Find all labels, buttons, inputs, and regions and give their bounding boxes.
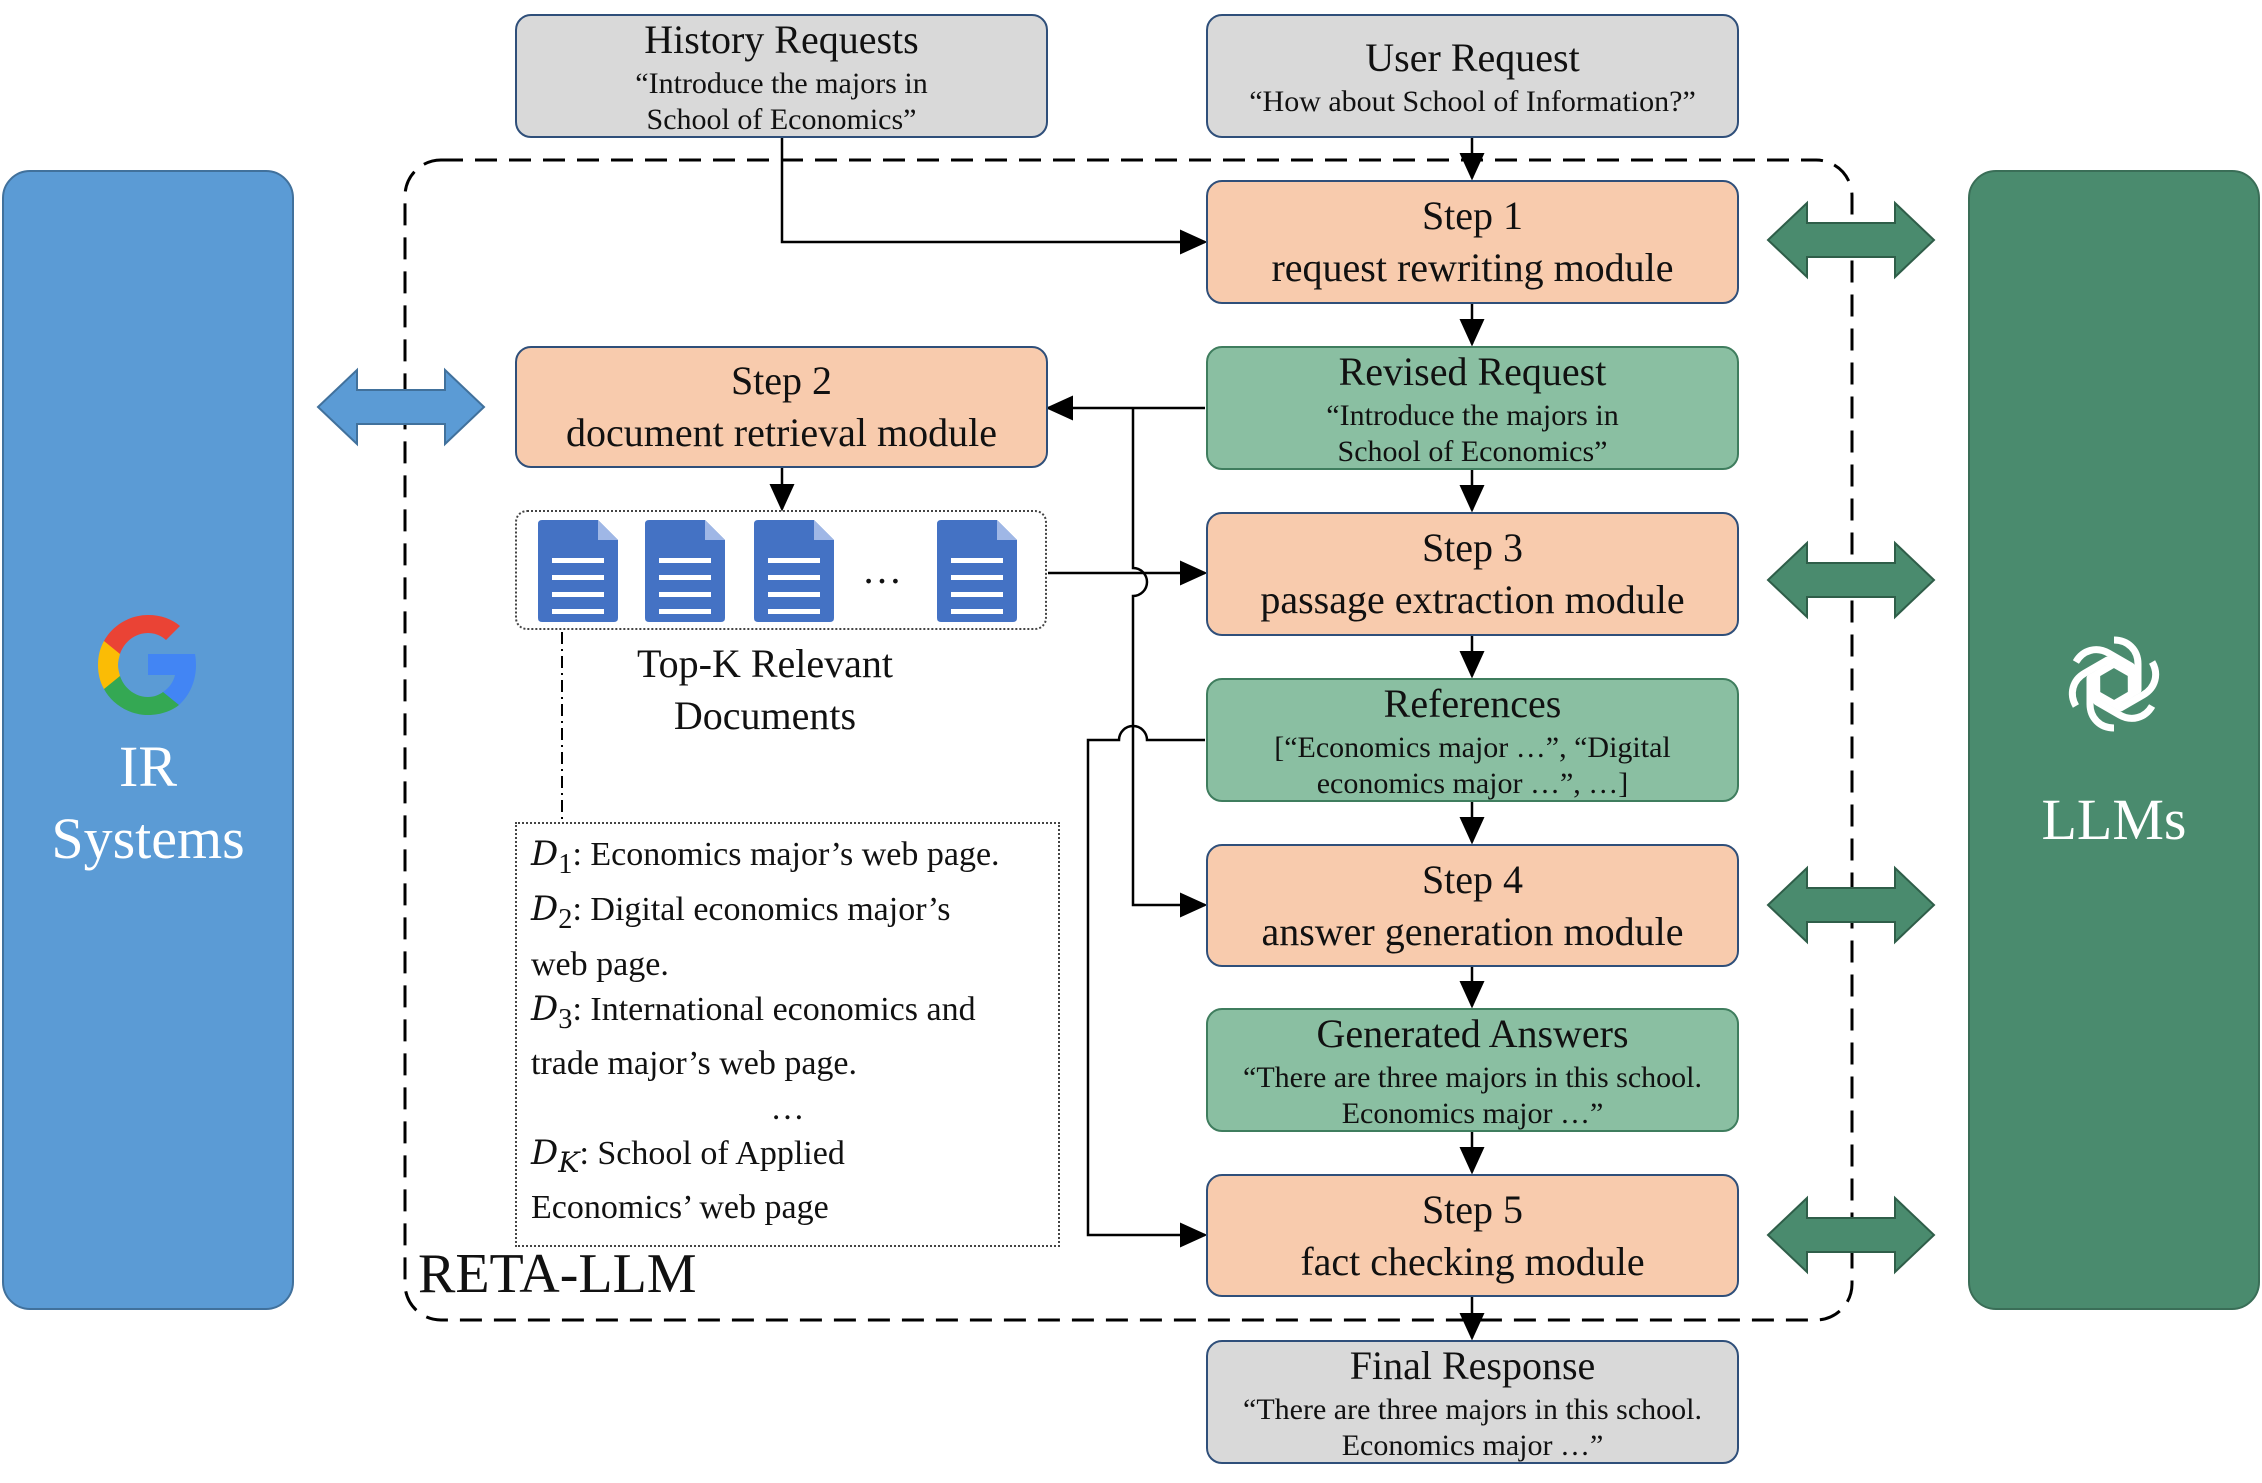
history-requests-box: History Requests “Introduce the majors i… bbox=[515, 14, 1048, 138]
doc-item-k: DK: School of Applied bbox=[531, 1133, 845, 1180]
llm-double-arrow-step3 bbox=[1766, 540, 1936, 620]
step2-subtitle: document retrieval module bbox=[566, 410, 997, 455]
google-g-icon bbox=[98, 615, 196, 715]
doc-item-3: D3: International economics and bbox=[531, 988, 976, 1035]
step4-title: Step 4 bbox=[1421, 856, 1524, 902]
step3-box: Step 3 passage extraction module bbox=[1206, 512, 1739, 636]
user-request-title: User Request bbox=[1365, 35, 1580, 80]
step4-subtitle: answer generation module bbox=[1261, 908, 1684, 954]
ir-label-1: IR bbox=[119, 734, 177, 799]
ir-systems-panel: IR Systems bbox=[2, 170, 294, 1310]
document-icon bbox=[645, 520, 725, 622]
user-request-box: User Request “How about School of Inform… bbox=[1206, 14, 1739, 138]
doc-item-1: D1: Economics major’s web page. bbox=[531, 834, 1000, 880]
step2-box: Step 2 document retrieval module bbox=[515, 346, 1048, 468]
revised-line-2: School of Economics” bbox=[1337, 435, 1608, 468]
revised-title: Revised Request bbox=[1338, 349, 1607, 394]
step5-subtitle: fact checking module bbox=[1300, 1238, 1645, 1284]
doc-k-text: : School of Applied bbox=[579, 1135, 845, 1173]
history-line-1: “Introduce the majors in bbox=[635, 67, 928, 100]
generated-line-1: “There are three majors in this school. bbox=[1243, 1061, 1702, 1094]
references-line-1: [“Economics major …”, “Digital bbox=[1274, 731, 1671, 764]
ir-double-arrow bbox=[316, 367, 486, 447]
reta-llm-container bbox=[403, 158, 1854, 1322]
doc-item-k-cont: Economics’ web page bbox=[531, 1189, 829, 1227]
document-icon bbox=[754, 520, 834, 622]
step1-box: Step 1 request rewriting module bbox=[1206, 180, 1739, 304]
doc-list-ellipsis: … bbox=[770, 1090, 805, 1128]
doc-1-text: : Economics major’s web page. bbox=[572, 836, 1000, 873]
final-response-box: Final Response “There are three majors i… bbox=[1206, 1340, 1739, 1464]
document-icon bbox=[538, 520, 618, 622]
doc-1-subscript: 1 bbox=[558, 848, 573, 880]
openai-logo-icon bbox=[2068, 636, 2160, 732]
doc-k-subscript: K bbox=[558, 1146, 580, 1180]
doc-item-2: D2: Digital economics major’s bbox=[531, 888, 951, 935]
step5-box: Step 5 fact checking module bbox=[1206, 1174, 1739, 1297]
step1-title: Step 1 bbox=[1421, 193, 1524, 238]
doc-2-text: : Digital economics major’s bbox=[572, 890, 951, 928]
llm-double-arrow-step1 bbox=[1766, 200, 1936, 280]
final-title: Final Response bbox=[1349, 1343, 1596, 1388]
llms-panel: LLMs bbox=[1968, 170, 2260, 1310]
final-line-2: Economics major …” bbox=[1341, 1429, 1604, 1462]
llm-double-arrow-step5 bbox=[1766, 1195, 1936, 1275]
history-title: History Requests bbox=[644, 17, 919, 62]
top-k-line-2: Documents bbox=[673, 693, 857, 738]
doc-2-subscript: 2 bbox=[558, 903, 573, 935]
references-title: References bbox=[1383, 681, 1562, 726]
step5-title: Step 5 bbox=[1421, 1186, 1524, 1232]
top-k-documents-panel bbox=[515, 510, 1047, 630]
step3-title: Step 3 bbox=[1421, 525, 1524, 570]
step2-title: Step 2 bbox=[730, 358, 833, 403]
generated-line-2: Economics major …” bbox=[1341, 1097, 1604, 1130]
doc-3-subscript: 3 bbox=[558, 1003, 573, 1035]
revised-request-box: Revised Request “Introduce the majors in… bbox=[1206, 346, 1739, 470]
step1-subtitle: request rewriting module bbox=[1271, 245, 1674, 290]
llms-label: LLMs bbox=[2041, 787, 2187, 852]
final-line-1: “There are three majors in this school. bbox=[1243, 1393, 1702, 1426]
step4-box: Step 4 answer generation module bbox=[1206, 844, 1739, 967]
documents-ellipsis: … bbox=[862, 547, 902, 592]
generated-title: Generated Answers bbox=[1316, 1011, 1629, 1056]
history-line-2: School of Economics” bbox=[646, 103, 917, 136]
llm-double-arrow-step4 bbox=[1766, 865, 1936, 945]
document-icon bbox=[937, 520, 1017, 622]
generated-answers-box: Generated Answers “There are three major… bbox=[1206, 1008, 1739, 1132]
document-list: D1: Economics major’s web page. D2: Digi… bbox=[515, 822, 1060, 1247]
doc-item-2-cont: web page. bbox=[531, 945, 669, 983]
reta-llm-label: RETA-LLM bbox=[418, 1243, 697, 1305]
revised-line-1: “Introduce the majors in bbox=[1326, 399, 1619, 432]
references-line-2: economics major …”, …] bbox=[1316, 767, 1629, 800]
ir-label-2: Systems bbox=[51, 806, 245, 871]
top-k-label: Top-K Relevant Documents bbox=[560, 638, 970, 742]
step3-subtitle: passage extraction module bbox=[1260, 577, 1685, 622]
references-box: References [“Economics major …”, “Digita… bbox=[1206, 678, 1739, 802]
doc-3-text: : International economics and bbox=[572, 990, 976, 1028]
top-k-line-1: Top-K Relevant bbox=[636, 641, 893, 686]
user-request-line: “How about School of Information?” bbox=[1249, 85, 1696, 118]
doc-item-3-cont: trade major’s web page. bbox=[531, 1045, 858, 1083]
